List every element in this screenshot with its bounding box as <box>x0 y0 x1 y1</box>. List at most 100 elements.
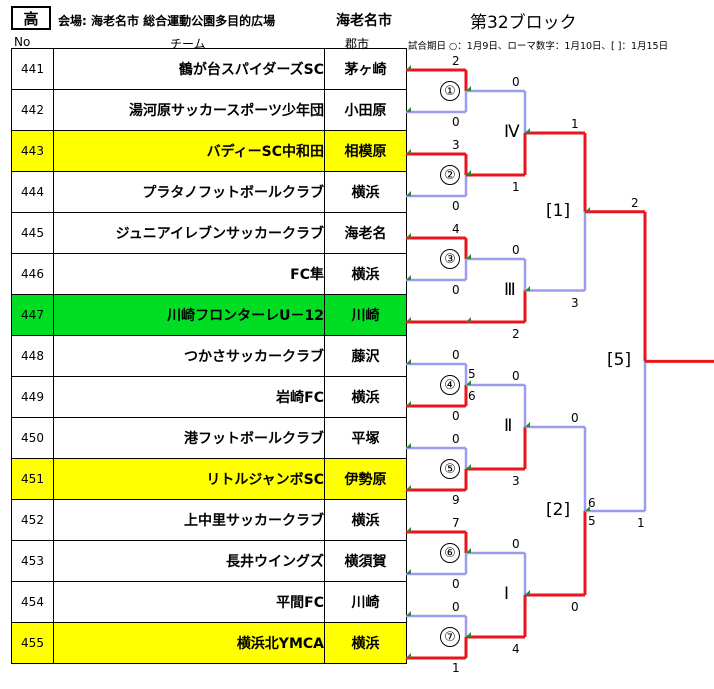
team-name: リトルジャンボSC <box>53 458 325 500</box>
winner-marker <box>466 548 471 553</box>
round2-label: Ⅲ <box>504 279 516 300</box>
team-no: 452 <box>11 499 54 541</box>
round2-label: Ⅱ <box>504 416 513 436</box>
score-bottom: 1 <box>452 661 460 675</box>
match-number: ⑥ <box>440 543 460 563</box>
score-bottom: 0 <box>571 600 579 614</box>
score-top: 2 <box>631 195 639 210</box>
score-bottom: 3 <box>571 295 579 310</box>
team-no: 442 <box>11 89 54 131</box>
winner-marker <box>466 170 471 175</box>
score-top: 0 <box>512 243 520 257</box>
score-bottom: 2 <box>512 327 520 341</box>
team-name: 横浜北YMCA <box>53 622 325 664</box>
team-city: 横浜 <box>324 171 407 213</box>
winner-marker <box>585 506 590 511</box>
pk-score-top: 5 <box>468 367 476 381</box>
team-name: 川崎フロンターレU－12 <box>53 294 325 336</box>
winner-marker <box>406 149 411 154</box>
team-name: つかさサッカークラブ <box>53 335 325 377</box>
score-top: 2 <box>452 54 460 68</box>
winner-marker <box>406 443 411 448</box>
score-bottom: 1 <box>637 516 645 530</box>
winner-marker <box>466 632 471 637</box>
winner-marker <box>406 527 411 532</box>
team-no: 454 <box>11 581 54 623</box>
team-city: 平塚 <box>324 417 407 459</box>
score-top: 0 <box>452 600 460 614</box>
team-city: 海老名 <box>324 212 407 254</box>
winner-marker <box>466 464 471 469</box>
team-city: 川崎 <box>324 581 407 623</box>
team-city: 横浜 <box>324 622 407 664</box>
team-city: 川崎 <box>324 294 407 336</box>
team-no: 443 <box>11 130 54 172</box>
winner-marker <box>525 128 530 133</box>
team-name: プラタノフットボールクラブ <box>53 171 325 213</box>
winner-marker <box>525 422 530 427</box>
score-bottom: 0 <box>452 409 460 423</box>
winner-marker <box>525 285 530 291</box>
team-no: 450 <box>11 417 54 459</box>
team-name: 港フットボールクラブ <box>53 417 325 459</box>
round2-label: Ⅳ <box>504 122 520 142</box>
score-top: 0 <box>452 348 460 362</box>
pk-score-bottom: 6 <box>468 389 476 403</box>
score-top: 0 <box>512 369 520 383</box>
match-number: ④ <box>440 375 460 395</box>
winner-marker <box>466 254 471 259</box>
score-bottom: 9 <box>452 493 460 507</box>
winner-marker <box>406 569 411 574</box>
score-top: 0 <box>512 75 520 89</box>
team-name: バディーSC中和田 <box>53 130 325 172</box>
score-bottom: 1 <box>512 180 520 194</box>
team-name: ジュニアイレブンサッカークラブ <box>53 212 325 254</box>
match-number: ⑤ <box>440 459 460 479</box>
winner-marker <box>406 317 411 322</box>
team-city: 小田原 <box>324 89 407 131</box>
score-bottom: 0 <box>452 199 460 213</box>
score-top: 1 <box>571 117 579 131</box>
team-no: 453 <box>11 540 54 582</box>
venue-label: 会場: 海老名市 総合運動公園多目的広場 <box>58 14 276 28</box>
block-badge: 高 <box>11 6 51 30</box>
winner-marker <box>406 401 411 406</box>
winner-marker <box>406 65 411 70</box>
team-name: 上中里サッカークラブ <box>53 499 325 541</box>
winner-marker <box>466 380 471 385</box>
score-top: 0 <box>571 411 579 425</box>
score-bottom: 0 <box>452 577 460 591</box>
team-city: 横浜 <box>324 253 407 295</box>
pk-score-bottom: 5 <box>588 514 596 528</box>
score-top: 0 <box>512 537 520 551</box>
winner-marker <box>406 275 411 280</box>
match-number: ② <box>440 165 460 185</box>
match-number: ① <box>440 81 460 101</box>
match-number: ⑦ <box>440 627 460 647</box>
team-no: 455 <box>11 622 54 664</box>
team-no: 449 <box>11 376 54 418</box>
host-city: 海老名市 <box>336 13 392 29</box>
match-number: ③ <box>440 249 460 269</box>
final-label: [5] <box>607 350 632 371</box>
round3-label: [2] <box>546 500 571 520</box>
schedule-note: 試合期日 ○：1月9日、ローマ数字：1月10日、[ ]：1月15日 <box>408 41 669 52</box>
score-top: 3 <box>452 138 460 152</box>
round3-label: [1] <box>546 200 571 221</box>
winner-marker <box>406 359 411 364</box>
winner-marker <box>406 233 411 238</box>
score-bottom: 0 <box>452 115 460 129</box>
col-team-header: チーム <box>170 37 206 51</box>
block-title: 第32ブロック <box>470 13 577 33</box>
pk-score-top: 6 <box>588 496 596 510</box>
